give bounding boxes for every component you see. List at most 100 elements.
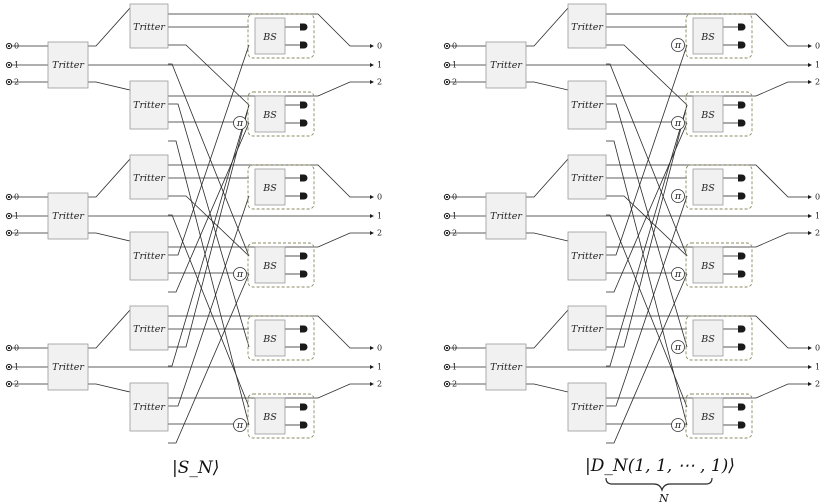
c-left-m1-wire-to-b [88,232,131,242]
c-right-m2-tritter-a-label: Tritter [571,324,604,335]
c-right-m0-bs1-box [692,95,724,133]
c-right-m1-wire-out-0 [606,164,808,198]
c-left-m0-out-label-0: 0 [377,42,382,51]
optical-components: 012012TritterTritterTritterBSBSπ012012Tr… [5,3,820,439]
c-right-m1-source-dot-2 [445,231,449,235]
c-left-m0-wire-a1 [168,44,250,106]
c-left-m0-tritter-a [129,3,169,49]
c-right-m1-tritter-b-label: Tritter [571,251,604,262]
c-left-m1-bs1-label: BS [262,261,277,272]
c-right-m2-bs0-detector-1 [738,343,746,351]
c-right-m2-source-dot-0 [445,346,449,350]
c-left-m2-bs1-detector-0 [300,403,308,411]
c-left-m1-tritter-a-label: Tritter [133,173,166,184]
c-right-m2-bs1-detector-0 [738,403,746,411]
c-right-m0-bs0-phase-shifter [671,38,685,52]
c-left-m2-bs1-box [254,397,286,435]
c-right-m2-tritter-b [567,382,607,432]
c-right-m1-in-label-2: 2 [452,229,457,238]
c-right-m2-out-label-1: 1 [815,363,820,372]
c-left-m0-tritter-main [47,41,89,89]
c-right-m0-tritter-b [567,80,607,130]
c-right-m0-wire-a1 [606,44,688,106]
c-right-m0-out-arrow-0 [808,44,812,48]
c-right-m2-tritter-main [485,343,527,391]
c-right-m1-wire-b0 [606,44,688,256]
c-right-m2-bs0-detector-0 [738,325,746,333]
c-right-m0-tritter-a-label: Tritter [571,22,604,33]
c-left-m2-out-arrow-2 [370,382,374,386]
c-right-m0-bs0-frame [685,13,753,59]
c-left-m2-tritter-b-label: Tritter [133,402,166,413]
c-right-m0-out-arrow-1 [808,63,812,67]
c-left-m1-bs0-label: BS [262,183,277,194]
c-left-m0-bs0-detector-1 [300,41,308,49]
c-right-m2-bs1-phase-shifter [671,418,685,432]
c-right-m0-bs1-phase-shifter [671,116,685,130]
c-left-m2-bs1-label: BS [262,412,277,423]
c-right-m2-bs1-frame [685,393,753,439]
c-right-m1-tritter-a-label: Tritter [571,173,604,184]
c-right-m2-tritter-b-label: Tritter [571,402,604,413]
c-left-m1-bs0-box [254,168,286,206]
c-left-m2-bs0-box [254,319,286,357]
c-left-m1-wire-to-a [88,158,131,198]
c-left-m2-out-label-2: 2 [377,380,382,389]
c-right-m1-tritter-main [485,192,527,240]
c-left-m0-bs1-frame [247,91,315,137]
c-left-m0-in-label-0: 0 [14,42,19,51]
c-left-m0-bs1-detector-0 [300,101,308,109]
c-right-m2-out-label-0: 0 [815,344,820,353]
c-left-m2-wire-out-2 [168,383,370,399]
c-left-m0-bs0-label: BS [262,32,277,43]
c-right-m0-wire-out-0 [606,13,808,47]
c-left-m2-out-arrow-0 [370,346,374,350]
c-left-m0-tritter-b-label: Tritter [133,100,166,111]
c-left-m2-bs0-frame [247,315,315,361]
c-left-m1-bs1-phase-label: π [236,269,244,280]
c-right-m1-out-label-0: 0 [815,193,820,202]
c-left-m0-wire-out-2 [168,81,370,97]
c-right-m2-in-label-0: 0 [452,344,457,353]
c-right-m1-in-label-0: 0 [452,193,457,202]
c-left-m2-bs0-label: BS [262,334,277,345]
c-left-m0-bs0-frame [247,13,315,59]
c-left-m1-wire-a2 [168,214,250,408]
c-left-m2-wire-to-b [88,383,131,393]
c-left-m1-out-arrow-2 [370,231,374,235]
c-right-m0-in-label-2: 2 [452,78,457,87]
c-left-m1-tritter-main-label: Tritter [52,211,85,222]
c-right-m2-bs1-label: BS [700,412,715,423]
c-left-m2-wire-b0 [168,195,250,407]
c-left-m1-wire-out-2 [168,232,370,248]
c-left-m2-source-dot-1 [7,365,11,369]
c-right-m1-bs1-detector-1 [738,270,746,278]
c-right-m2-out-arrow-0 [808,346,812,350]
c-left-m1-in-label-2: 2 [14,229,19,238]
c-right-m1-bs0-detector-0 [738,174,746,182]
c-right-m2-source-dot-1 [445,365,449,369]
c-left-m1-bs1-detector-1 [300,270,308,278]
c-left-m0-wire-out-0 [168,13,370,47]
c-left-m2-wire-out-0 [168,315,370,349]
c-left-m2-wire-b2 [168,273,250,444]
c-right-m1-bs0-frame [685,164,753,210]
c-left-m1-wire-out-0 [168,164,370,198]
c-right-m0-out-label-0: 0 [815,42,820,51]
c-right-m2-bs1-detector-1 [738,421,746,429]
caption-left: |S_N⟩ [172,458,219,478]
c-left-m2-tritter-a-label: Tritter [133,324,166,335]
c-left-m1-source-dot-2 [7,231,11,235]
c-left-m2-out-label-1: 1 [377,363,382,372]
c-right-m0-bs0-phase-label: π [674,40,682,51]
c-left-m2-wire-a1 [168,104,250,348]
c-right-m2-wire-b0 [606,195,688,407]
c-right-m2-bs0-phase-shifter [671,340,685,354]
c-right-m0-wire-out-2 [606,81,808,97]
c-right-m1-out-arrow-0 [808,195,812,199]
c-right-m2-in-label-2: 2 [452,380,457,389]
c-right-m1-in-label-1: 1 [452,212,457,221]
c-right-m0-tritter-a [567,3,607,49]
c-left-m1-tritter-b [129,231,169,281]
